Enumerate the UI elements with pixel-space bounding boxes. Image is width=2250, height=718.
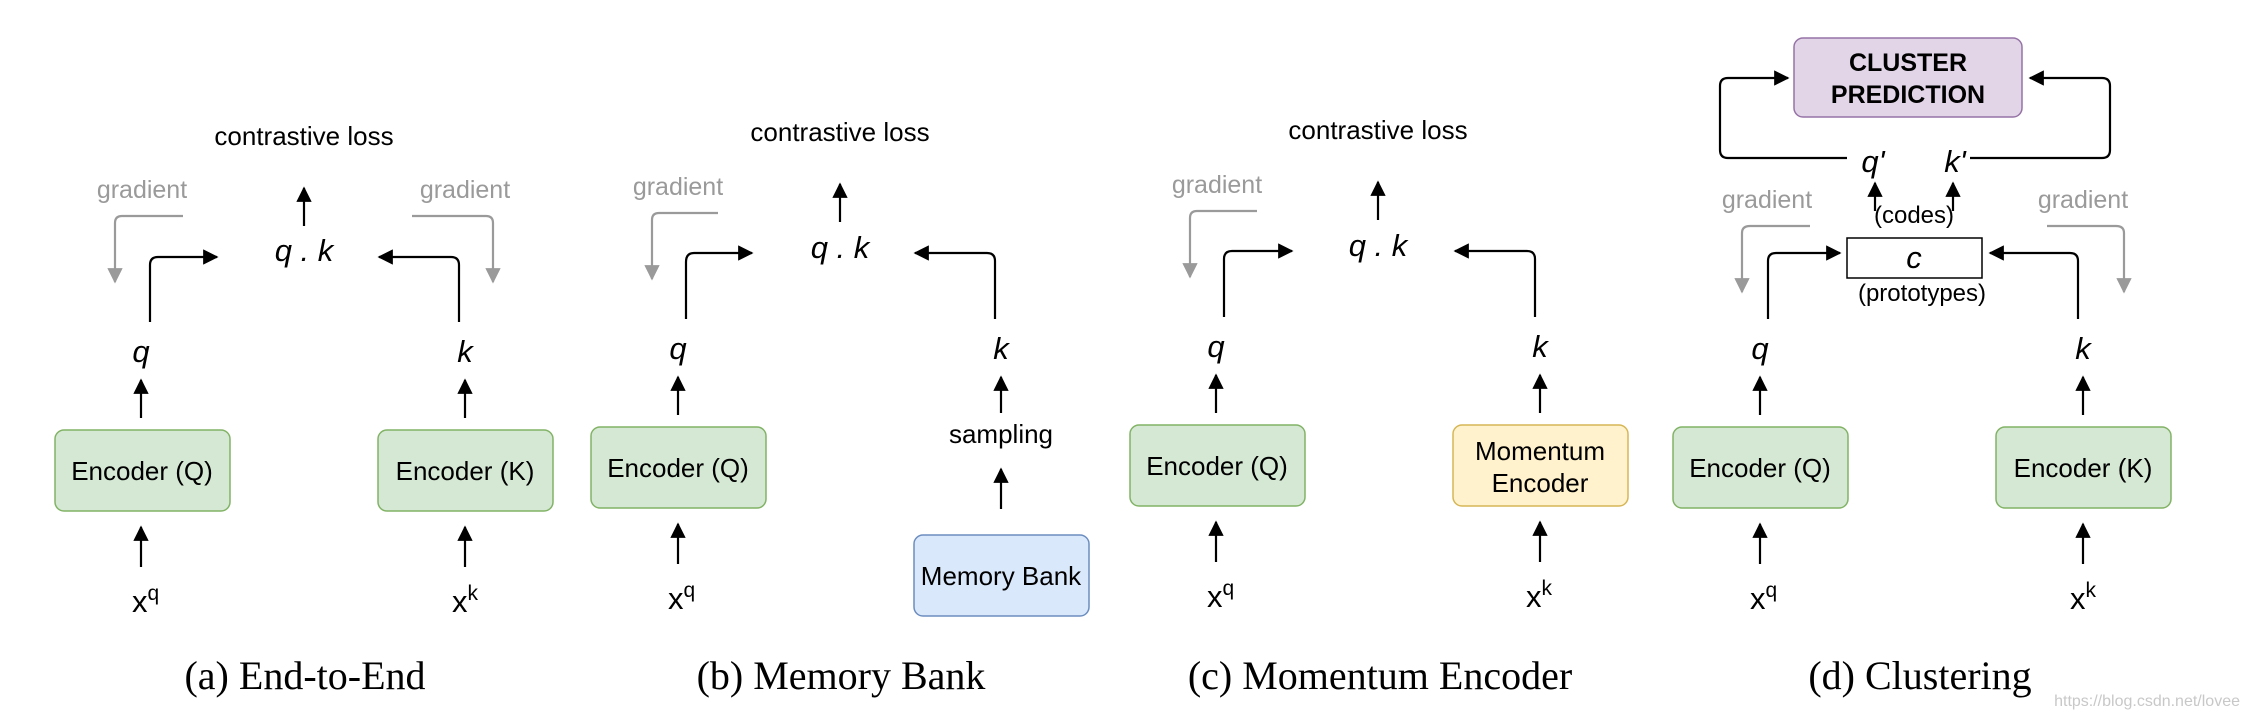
- q-to-product-arrow: [684, 245, 754, 319]
- q-to-product-arrow: [148, 249, 219, 322]
- encoder-q-box: [54, 429, 231, 512]
- gradient-label-left: gradient: [633, 173, 723, 201]
- contrastive-loss-label: contrastive loss: [214, 121, 393, 151]
- q-label: q: [1751, 331, 1769, 366]
- cluster-prediction-line2: PREDICTION: [1831, 81, 1985, 109]
- q-label: q: [1207, 329, 1225, 364]
- gradient-arrow-left: [644, 211, 718, 281]
- k-label: k: [457, 334, 474, 369]
- panel-clustering: CLUSTER PREDICTION q' k' (codes) c (prot…: [1672, 37, 2172, 698]
- k-to-product-arrow: [1453, 243, 1537, 317]
- caption-clustering: (d) Clustering: [1808, 653, 2031, 698]
- k-to-product-arrow: [913, 245, 997, 319]
- caption-momentum-encoder: (c) Momentum Encoder: [1188, 653, 1572, 698]
- encoder-k-box: [1995, 426, 2172, 509]
- q-label: q: [669, 331, 687, 366]
- encoder-q-box: [1129, 424, 1306, 507]
- gradient-arrow-right: [412, 214, 501, 284]
- input-xk: xk: [2070, 579, 2097, 616]
- k-to-product-arrow: [377, 249, 461, 322]
- momentum-encoder-label-line2: Encoder: [1492, 468, 1589, 498]
- input-xq: xq: [1750, 579, 1777, 616]
- product-label: q . k: [1349, 228, 1409, 263]
- caption-memory-bank: (b) Memory Bank: [697, 653, 986, 698]
- gradient-arrow-left: [107, 214, 183, 284]
- input-xq: xq: [1207, 577, 1234, 614]
- encoder-q-label: Encoder (Q): [71, 456, 213, 486]
- panel-end-to-end: contrastive loss q . k gradient gradient…: [54, 121, 554, 698]
- encoder-q-box: [590, 426, 767, 509]
- watermark: https://blog.csdn.net/lovee: [2054, 693, 2240, 710]
- gradient-arrow-right: [2047, 224, 2132, 294]
- input-xq: xq: [132, 582, 159, 619]
- encoder-q-box: [1672, 426, 1849, 509]
- panel-momentum-encoder: contrastive loss q . k gradient q k Enco…: [1129, 115, 1629, 698]
- q-to-prototypes-arrow: [1766, 245, 1842, 319]
- panel-memory-bank: contrastive loss q . k gradient q k Enco…: [590, 117, 1090, 698]
- gradient-arrow-left: [1182, 209, 1257, 279]
- gradient-arrow-left: [1734, 224, 1810, 294]
- k-prime-label: k': [1944, 144, 1967, 179]
- contrastive-loss-label: contrastive loss: [1288, 115, 1467, 145]
- prototypes-label: (prototypes): [1858, 280, 1986, 307]
- prototypes-box: [1846, 237, 1983, 279]
- cluster-prediction-box: [1793, 37, 2023, 118]
- encoder-q-label: Encoder (Q): [607, 453, 749, 483]
- sampling-label: sampling: [949, 419, 1053, 449]
- input-xk: xk: [1526, 577, 1553, 614]
- gradient-label-right: gradient: [2038, 186, 2128, 214]
- encoder-k-label: Encoder (K): [396, 456, 535, 486]
- encoder-q-label: Encoder (Q): [1689, 453, 1831, 483]
- memory-bank-label: Memory Bank: [921, 561, 1082, 591]
- prototypes-c-label: c: [1906, 240, 1922, 275]
- input-xk: xk: [452, 582, 479, 619]
- input-xq: xq: [668, 579, 695, 616]
- gradient-label-left: gradient: [1172, 171, 1262, 199]
- k-label: k: [2075, 331, 2092, 366]
- encoder-q-label: Encoder (Q): [1146, 451, 1288, 481]
- memory-bank-box: [913, 534, 1090, 617]
- k-label: k: [1532, 329, 1549, 364]
- gradient-label-right: gradient: [420, 176, 510, 204]
- k-to-prototypes-arrow: [1988, 245, 2080, 319]
- encoder-k-box: [377, 429, 554, 512]
- k-label: k: [993, 331, 1010, 366]
- q-label: q: [132, 334, 150, 369]
- momentum-encoder-box: [1452, 424, 1629, 507]
- cluster-prediction-line1: CLUSTER: [1849, 49, 1967, 77]
- gradient-label-left: gradient: [97, 176, 187, 204]
- momentum-encoder-label-line1: Momentum: [1475, 436, 1605, 466]
- caption-end-to-end: (a) End-to-End: [184, 653, 425, 698]
- contrastive-loss-label: contrastive loss: [750, 117, 929, 147]
- product-label: q . k: [275, 233, 335, 268]
- encoder-k-label: Encoder (K): [2014, 453, 2153, 483]
- codes-label: (codes): [1874, 202, 1954, 229]
- q-prime-label: q': [1861, 144, 1885, 179]
- k-prime-to-cluster-arrow: [1970, 70, 2112, 160]
- q-to-product-arrow: [1222, 243, 1294, 317]
- q-prime-to-cluster-arrow: [1718, 70, 1847, 160]
- gradient-label-left: gradient: [1722, 186, 1812, 214]
- product-label: q . k: [811, 230, 871, 265]
